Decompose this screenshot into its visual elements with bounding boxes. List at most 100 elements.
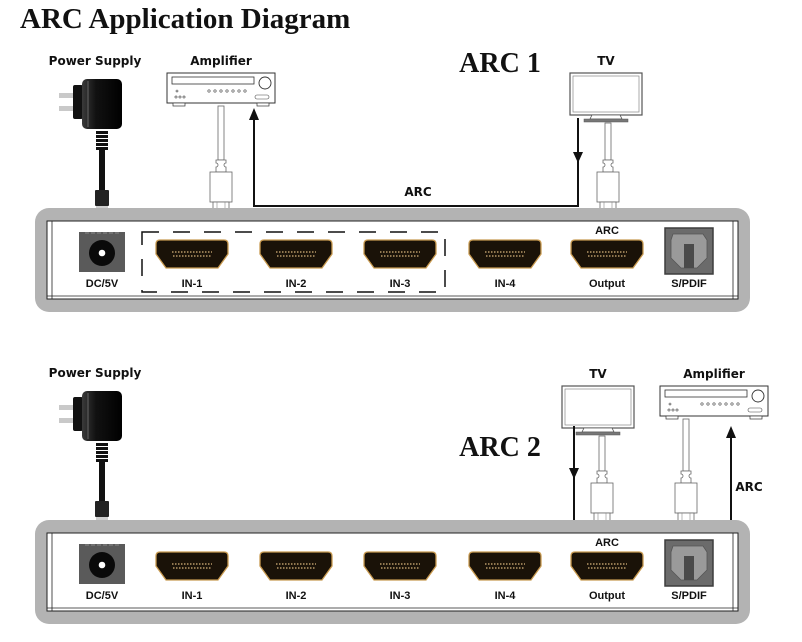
hdmi-port-shell [363,239,437,269]
power-supply-label: Power Supply [49,366,142,380]
hdmi-port-shell [468,551,542,581]
hdmi-port-icon [468,239,542,269]
tv-stand-neck [589,114,623,120]
cable-strain-relief [596,470,608,484]
dc-plug [95,190,109,206]
strain-relief-ring [96,143,108,146]
amplifier-button [219,89,223,93]
hdmi-cable [590,435,614,526]
amplifier-foot [749,415,763,420]
spdif-opening [684,244,694,268]
arc-arrow-up [249,108,259,120]
amplifier-button [724,402,728,406]
input-group-bracket [141,231,446,293]
amplifier-display [171,76,255,85]
hdmi-port-icon [363,551,437,581]
port-in3: IN-3 [363,239,437,290]
hdmi-port-shell [570,551,644,581]
port-top-label: ARC [595,225,619,237]
port-label: Output [589,278,625,290]
hdmi-plug-body [674,482,698,514]
port-label: IN-2 [286,278,307,290]
tv: TV [561,367,635,436]
port-spdif: S/PDIF [664,539,714,602]
amplifier-button [237,89,241,93]
hdmi-port-icon [363,239,437,269]
power-cord [99,149,105,192]
strain-relief-ring [96,139,108,142]
strain-relief-ring [96,459,108,462]
hdmi-port-shell [570,239,644,269]
amplifier-button [706,402,710,406]
tv-label: TV [589,367,607,381]
amplifier-button [213,89,217,93]
port-in3: IN-3 [363,551,437,602]
amplifier-button [671,408,675,412]
port-spdif: S/PDIF [664,227,714,290]
hdmi-cable [596,122,620,215]
diagram-label-arc1: ARC 1 [459,48,541,79]
amplifier-foot [256,102,270,107]
plug-prong [59,93,75,98]
amplifier-display [664,389,748,398]
amplifier-button [174,95,178,99]
amplifier-label: Amplifier [683,367,745,381]
amplifier-button [675,408,679,412]
port-label: IN-4 [495,590,517,602]
amplifier-button [207,89,211,93]
port-in2: IN-2 [259,239,333,290]
port-label: IN-1 [182,278,203,290]
plug-base [73,85,83,119]
port-label: IN-2 [286,590,307,602]
amplifier-slot [747,407,763,413]
arc-path-label: ARC [404,185,432,199]
port-label: IN-3 [390,278,411,290]
arc-path-label: ARC [735,480,763,494]
hdmi-plug-body [590,482,614,514]
plug-base [73,397,83,431]
amplifier-button [718,402,722,406]
spdif-opening [684,556,694,580]
amplifier-button [182,95,186,99]
amplifier-slot [254,94,270,100]
hdmi-cable [674,418,698,526]
arc-arrow-up [726,426,736,438]
tv-screen [572,75,640,113]
adapter-body [82,79,122,129]
cable-strain-relief [602,159,614,173]
tv-stand-neck [581,427,615,433]
port-in4: IN-4 [468,239,542,290]
arc-arrow-down [569,468,579,479]
port-in1: IN-1 [155,239,229,290]
port-in1: IN-1 [155,551,229,602]
strain-relief-ring [96,455,108,458]
diagram-label-arc2: ARC 2 [459,432,541,463]
tv-screen [564,388,632,426]
volume-knob [258,76,272,90]
hdmi-port-shell [363,551,437,581]
amplifier-button [178,95,182,99]
port-top-label: ARC [595,537,619,549]
port-label: DC/5V [86,278,119,290]
port-dc: DC/5V [79,232,125,290]
strain-relief-ring [96,135,108,138]
amplifier-button [231,89,235,93]
hdmi-port-icon [155,239,229,269]
plug-prong [59,418,75,423]
amplifier-foot [172,102,186,107]
port-in4: IN-4 [468,551,542,602]
amplifier-foot [665,415,679,420]
strain-relief-ring [96,447,108,450]
spdif-port-icon [664,539,714,587]
power-cord [99,461,105,503]
hdmi-port-icon [570,551,644,581]
arc-arrow-down [573,152,583,163]
amplifier-button [712,402,716,406]
hdmi-port-shell [155,551,229,581]
amplifier: Amplifier [659,367,769,420]
hdmi-plug-body [209,171,233,203]
